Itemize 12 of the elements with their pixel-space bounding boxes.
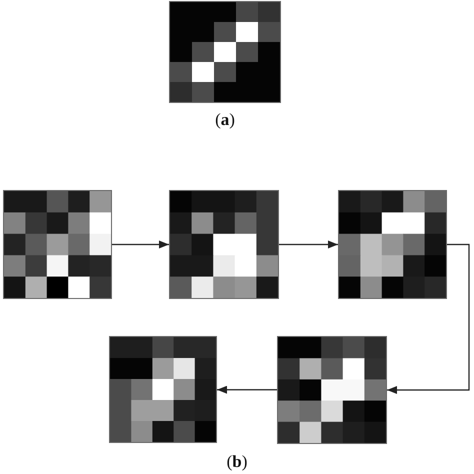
pixel-grid-drawing xyxy=(169,190,279,299)
arrow xyxy=(387,244,470,394)
arrow xyxy=(217,386,277,394)
pixel-grid-drawing xyxy=(169,1,281,103)
arrow xyxy=(112,240,169,248)
pixel-grid-drawing xyxy=(338,190,447,299)
panel-label: (a) xyxy=(215,110,235,130)
arrow xyxy=(279,240,338,248)
pixel-grid-drawing xyxy=(3,190,112,299)
pixel-grid-drawing xyxy=(109,336,217,443)
panel-label: (b) xyxy=(226,452,248,472)
pixel-grid-drawing xyxy=(277,336,387,444)
